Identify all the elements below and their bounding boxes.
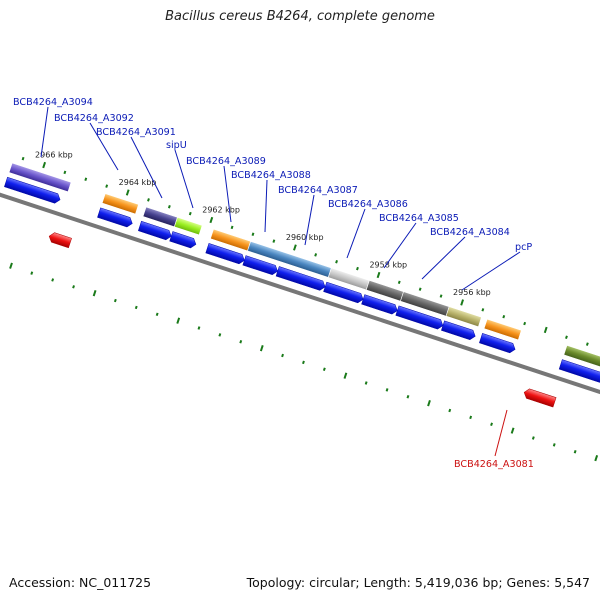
scale-label: 2966 kbp: [35, 151, 73, 160]
genome-backbone: [0, 183, 600, 416]
gene-block-a3084[interactable]: [445, 306, 482, 328]
cds-arrow[interactable]: [138, 220, 172, 241]
scale-label: 2960 kbp: [286, 233, 324, 242]
cds-arrow[interactable]: [275, 266, 327, 292]
leader-line: [346, 208, 366, 259]
cds-arrow[interactable]: [205, 243, 246, 265]
inner-tick-row: [9, 262, 599, 462]
leader-line: [304, 194, 315, 246]
scale-label: 2962 kbp: [202, 206, 240, 215]
scale-labels: 2966 kbp 2964 kbp 2962 kbp 2960 kbp 2958…: [35, 151, 491, 297]
leader-lines: [40, 106, 521, 457]
gene-block-sipu[interactable]: [173, 216, 203, 236]
cds-arrow[interactable]: [441, 320, 476, 341]
leader-line: [421, 236, 466, 280]
cds-arrow[interactable]: [4, 176, 61, 204]
cds-arrow[interactable]: [395, 305, 445, 330]
gene-label-a3088[interactable]: BCB4264_A3088: [231, 170, 311, 181]
gene-labels: BCB4264_A3094 BCB4264_A3092 BCB4264_A309…: [13, 97, 534, 470]
leader-line: [383, 222, 417, 269]
gene-block-unlabeled[interactable]: [563, 344, 600, 381]
gene-label-a3091[interactable]: BCB4264_A3091: [96, 127, 176, 138]
gene-label-a3094[interactable]: BCB4264_A3094: [13, 97, 93, 108]
leader-line: [223, 165, 232, 223]
gene-label-a3086[interactable]: BCB4264_A3086: [328, 199, 408, 210]
gene-label-a3085[interactable]: BCB4264_A3085: [379, 213, 459, 224]
leader-line: [174, 149, 194, 209]
gene-label-a3092[interactable]: BCB4264_A3092: [54, 113, 134, 124]
scale-label: 2964 kbp: [119, 178, 157, 187]
reverse-track: [48, 231, 557, 408]
cds-arrow[interactable]: [242, 255, 279, 276]
scale-label: 2956 kbp: [453, 288, 491, 297]
cds-arrow[interactable]: [323, 281, 365, 304]
gene-track-upper: [8, 162, 600, 381]
accession-label: Accession: NC_011725: [9, 575, 152, 590]
cds-arrow[interactable]: [97, 207, 133, 228]
leader-line: [494, 409, 508, 457]
cds-arrow[interactable]: [169, 231, 198, 250]
red-feature-a3081[interactable]: [523, 388, 557, 408]
gene-label-a3089[interactable]: BCB4264_A3089: [186, 156, 266, 167]
gene-label-a3087[interactable]: BCB4264_A3087: [278, 185, 358, 196]
gene-block-a3094[interactable]: [8, 162, 72, 193]
cds-arrow[interactable]: [479, 333, 516, 354]
gene-block-pcp[interactable]: [483, 318, 522, 341]
scale-label: 2958 kbp: [369, 261, 407, 270]
cds-arrow[interactable]: [361, 294, 399, 316]
leader-line: [40, 106, 49, 158]
leader-line: [130, 136, 163, 199]
leader-line: [264, 179, 268, 233]
page-title: Bacillus cereus B4264, complete genome: [165, 9, 435, 24]
cds-track: [4, 176, 600, 394]
gene-label-sipu[interactable]: sipU: [166, 140, 187, 151]
gene-block-a3092[interactable]: [101, 193, 139, 215]
cds-arrow[interactable]: [558, 359, 600, 394]
leader-line: [89, 122, 119, 171]
gene-label-pcp[interactable]: pcP: [515, 242, 532, 253]
gene-label-a3084[interactable]: BCB4264_A3084: [430, 227, 510, 238]
outer-tick-row: [21, 156, 589, 346]
genome-summary: Topology: circular; Length: 5,419,036 bp…: [246, 575, 590, 590]
red-feature-left[interactable]: [48, 231, 72, 249]
gene-label-a3081[interactable]: BCB4264_A3081: [454, 459, 534, 470]
leader-line: [461, 251, 521, 291]
